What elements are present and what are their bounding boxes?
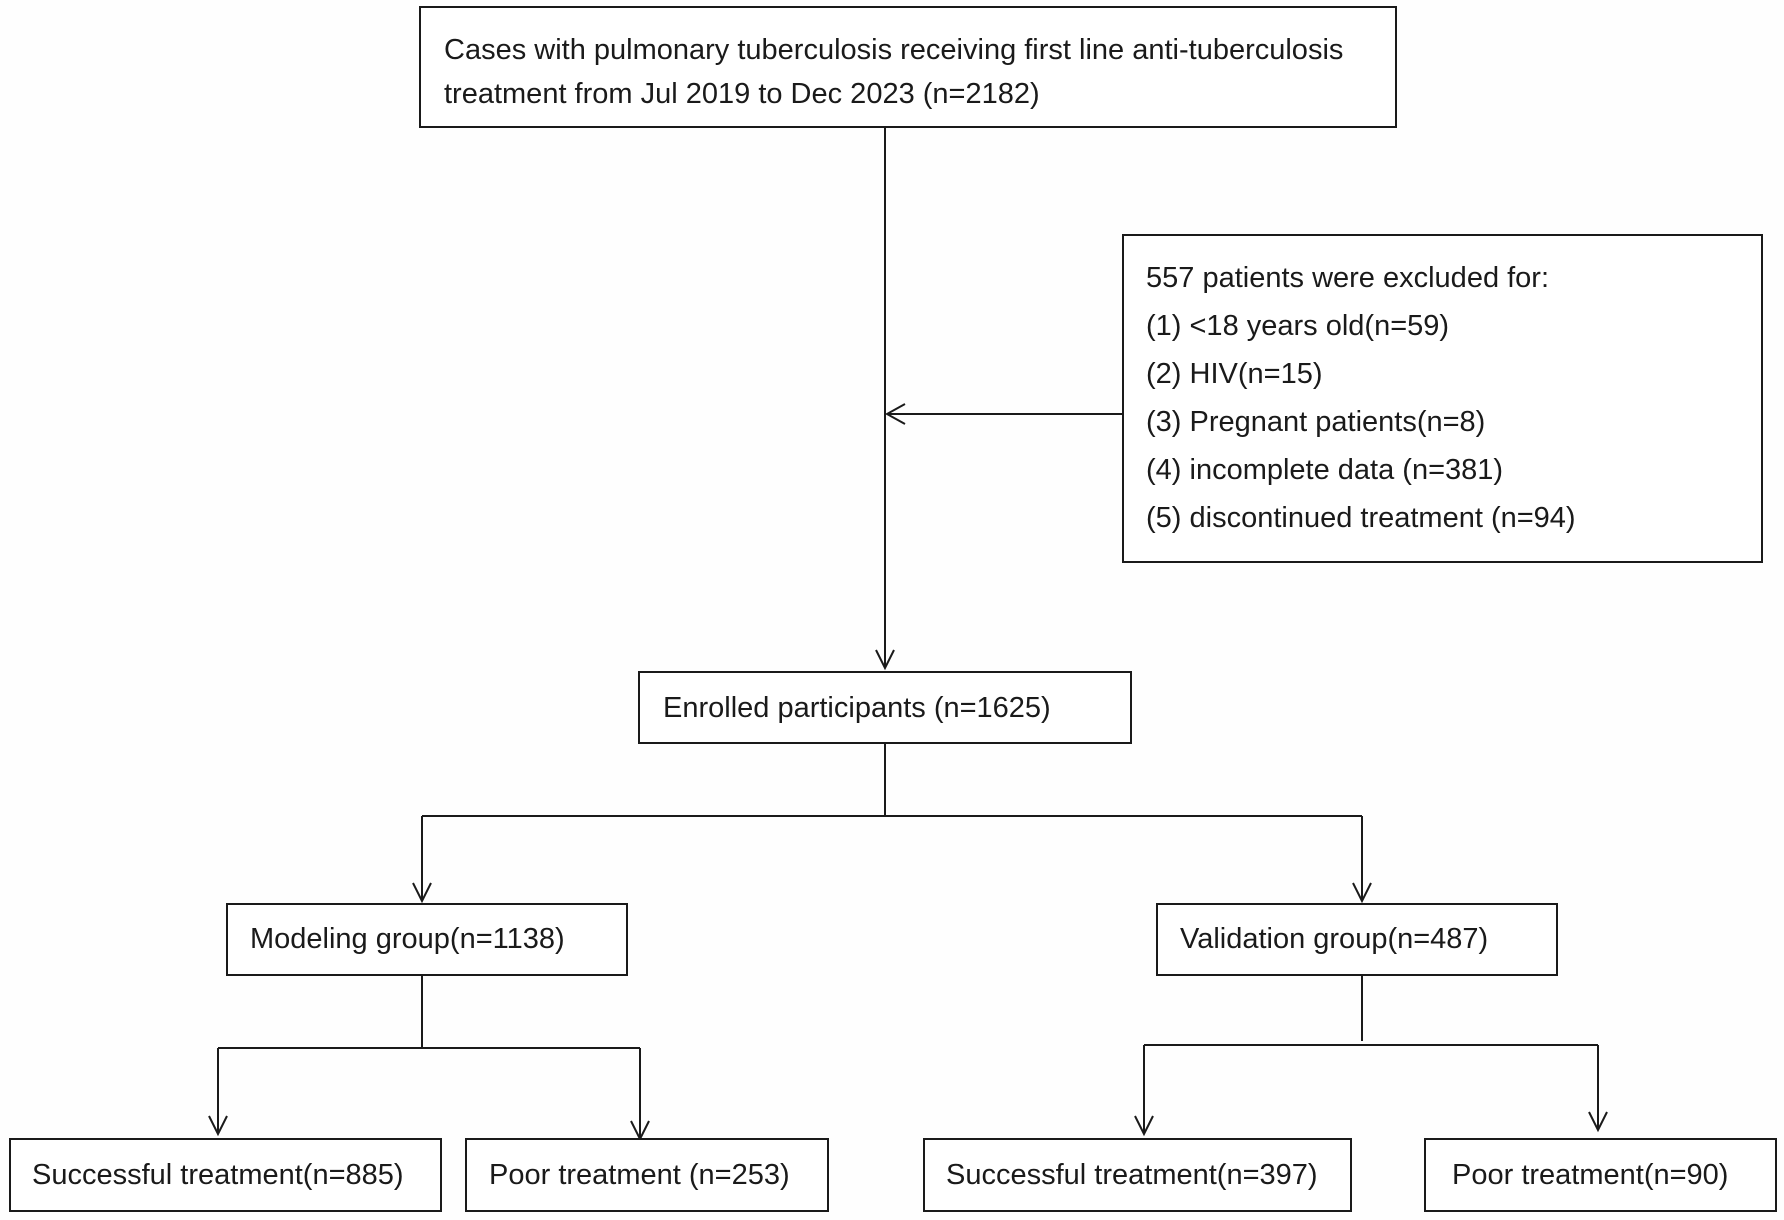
- validation-successful-label: Successful treatment(n=397): [946, 1159, 1318, 1191]
- modeling-group-box: Modeling group(n=1138): [226, 903, 628, 976]
- validation-poor-treatment-box: Poor treatment(n=90): [1424, 1138, 1777, 1212]
- modeling-group-label: Modeling group(n=1138): [250, 923, 565, 955]
- to-validation-success-arrowhead: [1134, 1115, 1154, 1137]
- exclusion-arrowhead: [884, 403, 906, 425]
- validation-group-label: Validation group(n=487): [1180, 923, 1489, 955]
- enrolled-label: Enrolled participants (n=1625): [663, 692, 1051, 724]
- modeling-poor-treatment-box: Poor treatment (n=253): [465, 1138, 829, 1212]
- source-box-line-1: Cases with pulmonary tuberculosis receiv…: [444, 34, 1344, 66]
- modeling-successful-treatment-box: Successful treatment(n=885): [9, 1138, 442, 1212]
- modeling-poor-label: Poor treatment (n=253): [489, 1159, 790, 1191]
- exclusion-item-1: (1) <18 years old(n=59): [1146, 310, 1450, 342]
- modeling-successful-label: Successful treatment(n=885): [32, 1159, 404, 1191]
- enrolled-participants-box: Enrolled participants (n=1625): [638, 671, 1132, 744]
- source-box-line-2: treatment from Jul 2019 to Dec 2023 (n=2…: [444, 77, 1040, 110]
- trunk-arrowhead: [875, 649, 895, 671]
- exclusion-heading: 557 patients were excluded for:: [1146, 262, 1550, 294]
- exclusion-item-3: (3) Pregnant patients(n=8): [1146, 406, 1486, 438]
- exclusion-item-4: (4) incomplete data (n=381): [1146, 454, 1504, 486]
- to-modeling-success-arrowhead: [208, 1115, 228, 1137]
- exclusion-item-5: (5) discontinued treatment (n=94): [1146, 502, 1576, 534]
- to-validation-poor-arrowhead: [1588, 1111, 1608, 1133]
- validation-successful-treatment-box: Successful treatment(n=397): [923, 1138, 1352, 1212]
- exclusion-item-2: (2) HIV(n=15): [1146, 358, 1323, 390]
- to-validation-arrowhead: [1352, 882, 1372, 904]
- to-modeling-arrowhead: [412, 882, 432, 904]
- exclusion-criteria-box: 557 patients were excluded for: (1) <18 …: [1122, 234, 1763, 563]
- validation-group-box: Validation group(n=487): [1156, 903, 1558, 976]
- validation-poor-label: Poor treatment(n=90): [1452, 1159, 1729, 1191]
- source-population-box: Cases with pulmonary tuberculosis receiv…: [419, 6, 1397, 128]
